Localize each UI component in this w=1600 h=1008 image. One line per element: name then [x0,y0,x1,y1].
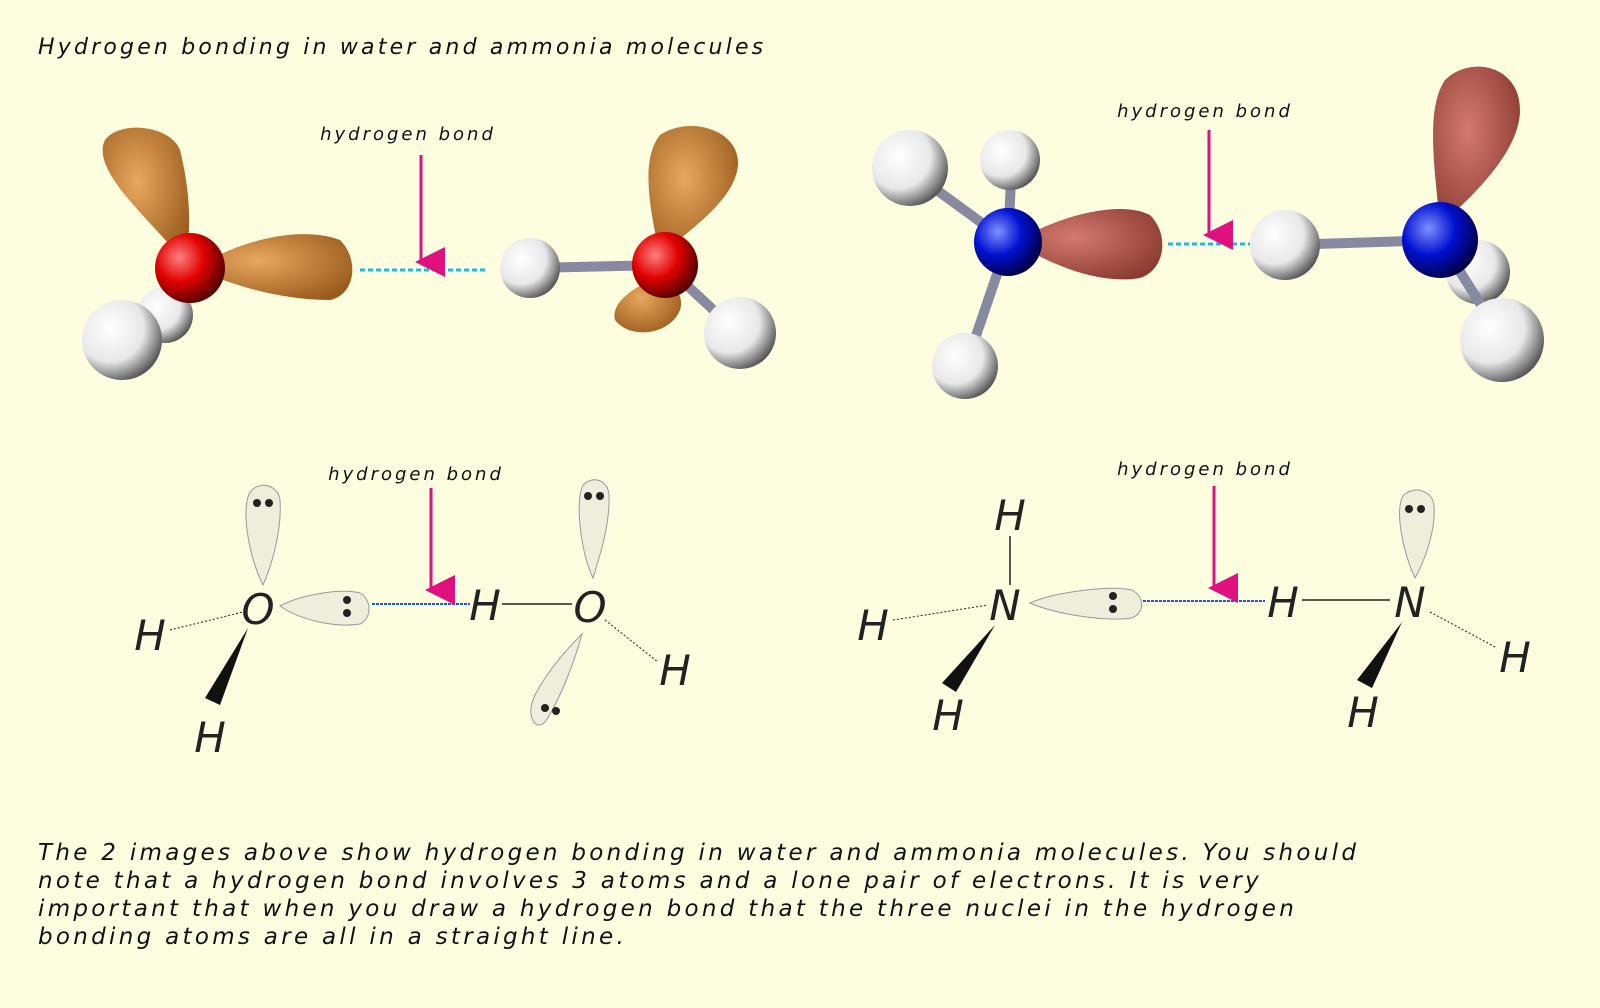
hydrogen-atom [1460,298,1544,382]
description-line: important that when you draw a hydrogen … [38,896,1297,922]
ammonia-2d-structure: H N H H H N H H [857,489,1531,740]
hydrogen-bond-label: hydrogen bond [320,124,496,145]
hydrogen-symbol: H [932,691,964,740]
lone-pair-lobe [102,127,190,262]
lone-pair-lobe [1399,489,1435,580]
hydrogen-symbol: H [659,646,691,695]
hashed-bond [892,604,989,621]
lone-pair-lobe [578,479,610,580]
hydrogen-symbol: H [857,601,889,650]
hydrogen-symbol: H [1347,688,1379,737]
hydrogen-symbol: H [1499,633,1531,682]
nitrogen-atom [974,208,1042,276]
hydrogen-symbol: H [469,581,501,630]
oxygen-symbol: O [241,585,274,634]
description-line: note that a hydrogen bond involves 3 ato… [38,868,1262,894]
wedge-bond [1357,622,1402,688]
nitrogen-symbol: N [989,581,1020,630]
wedge-bond [205,628,248,705]
hashed-bond [604,619,659,663]
hydrogen-bond-label: hydrogen bond [1117,459,1293,480]
hydrogen-atom [1250,210,1320,280]
lone-pair-lobe [1015,209,1163,280]
hydrogen-symbol: H [194,713,226,762]
lone-pair-lobe [245,484,281,587]
ammonia-3d-model [872,66,1544,399]
hashed-bond [1429,611,1498,649]
hydrogen-bond-label: hydrogen bond [1117,101,1293,122]
lone-pair-lobe [530,632,583,726]
water-2d-structure: O H H H O H [134,479,691,762]
hydrogen-atom [872,130,948,206]
description-line: bonding atoms are all in a straight line… [38,924,627,950]
hydrogen-atom [500,238,560,298]
hydrogen-symbol: H [134,611,166,660]
hydrogen-atom [704,297,776,369]
hydrogen-symbol: H [1267,578,1299,627]
nitrogen-atom [1402,202,1478,278]
diagram-title: Hydrogen bonding in water and ammonia mo… [38,35,766,60]
hydrogen-symbol: H [994,491,1026,540]
lone-pair-lobe [279,590,370,626]
hydrogen-atom [980,130,1040,190]
lone-pair-lobe [195,234,353,300]
description-line: The 2 images above show hydrogen bonding… [38,840,1359,866]
hydrogen-atom [932,333,998,399]
nitrogen-symbol: N [1394,578,1425,627]
hydrogen-bond-label: hydrogen bond [328,464,504,485]
oxygen-atom [155,233,225,303]
oxygen-symbol: O [573,583,606,632]
lone-pair-lobe [648,126,739,255]
oxygen-atom [632,232,698,298]
water-3d-model [82,126,776,380]
hashed-bond [169,611,244,631]
lone-pair-lobe [1028,587,1143,620]
wedge-bond [942,625,995,692]
lone-pair-lobe [1433,66,1520,225]
hydrogen-atom [82,300,162,380]
